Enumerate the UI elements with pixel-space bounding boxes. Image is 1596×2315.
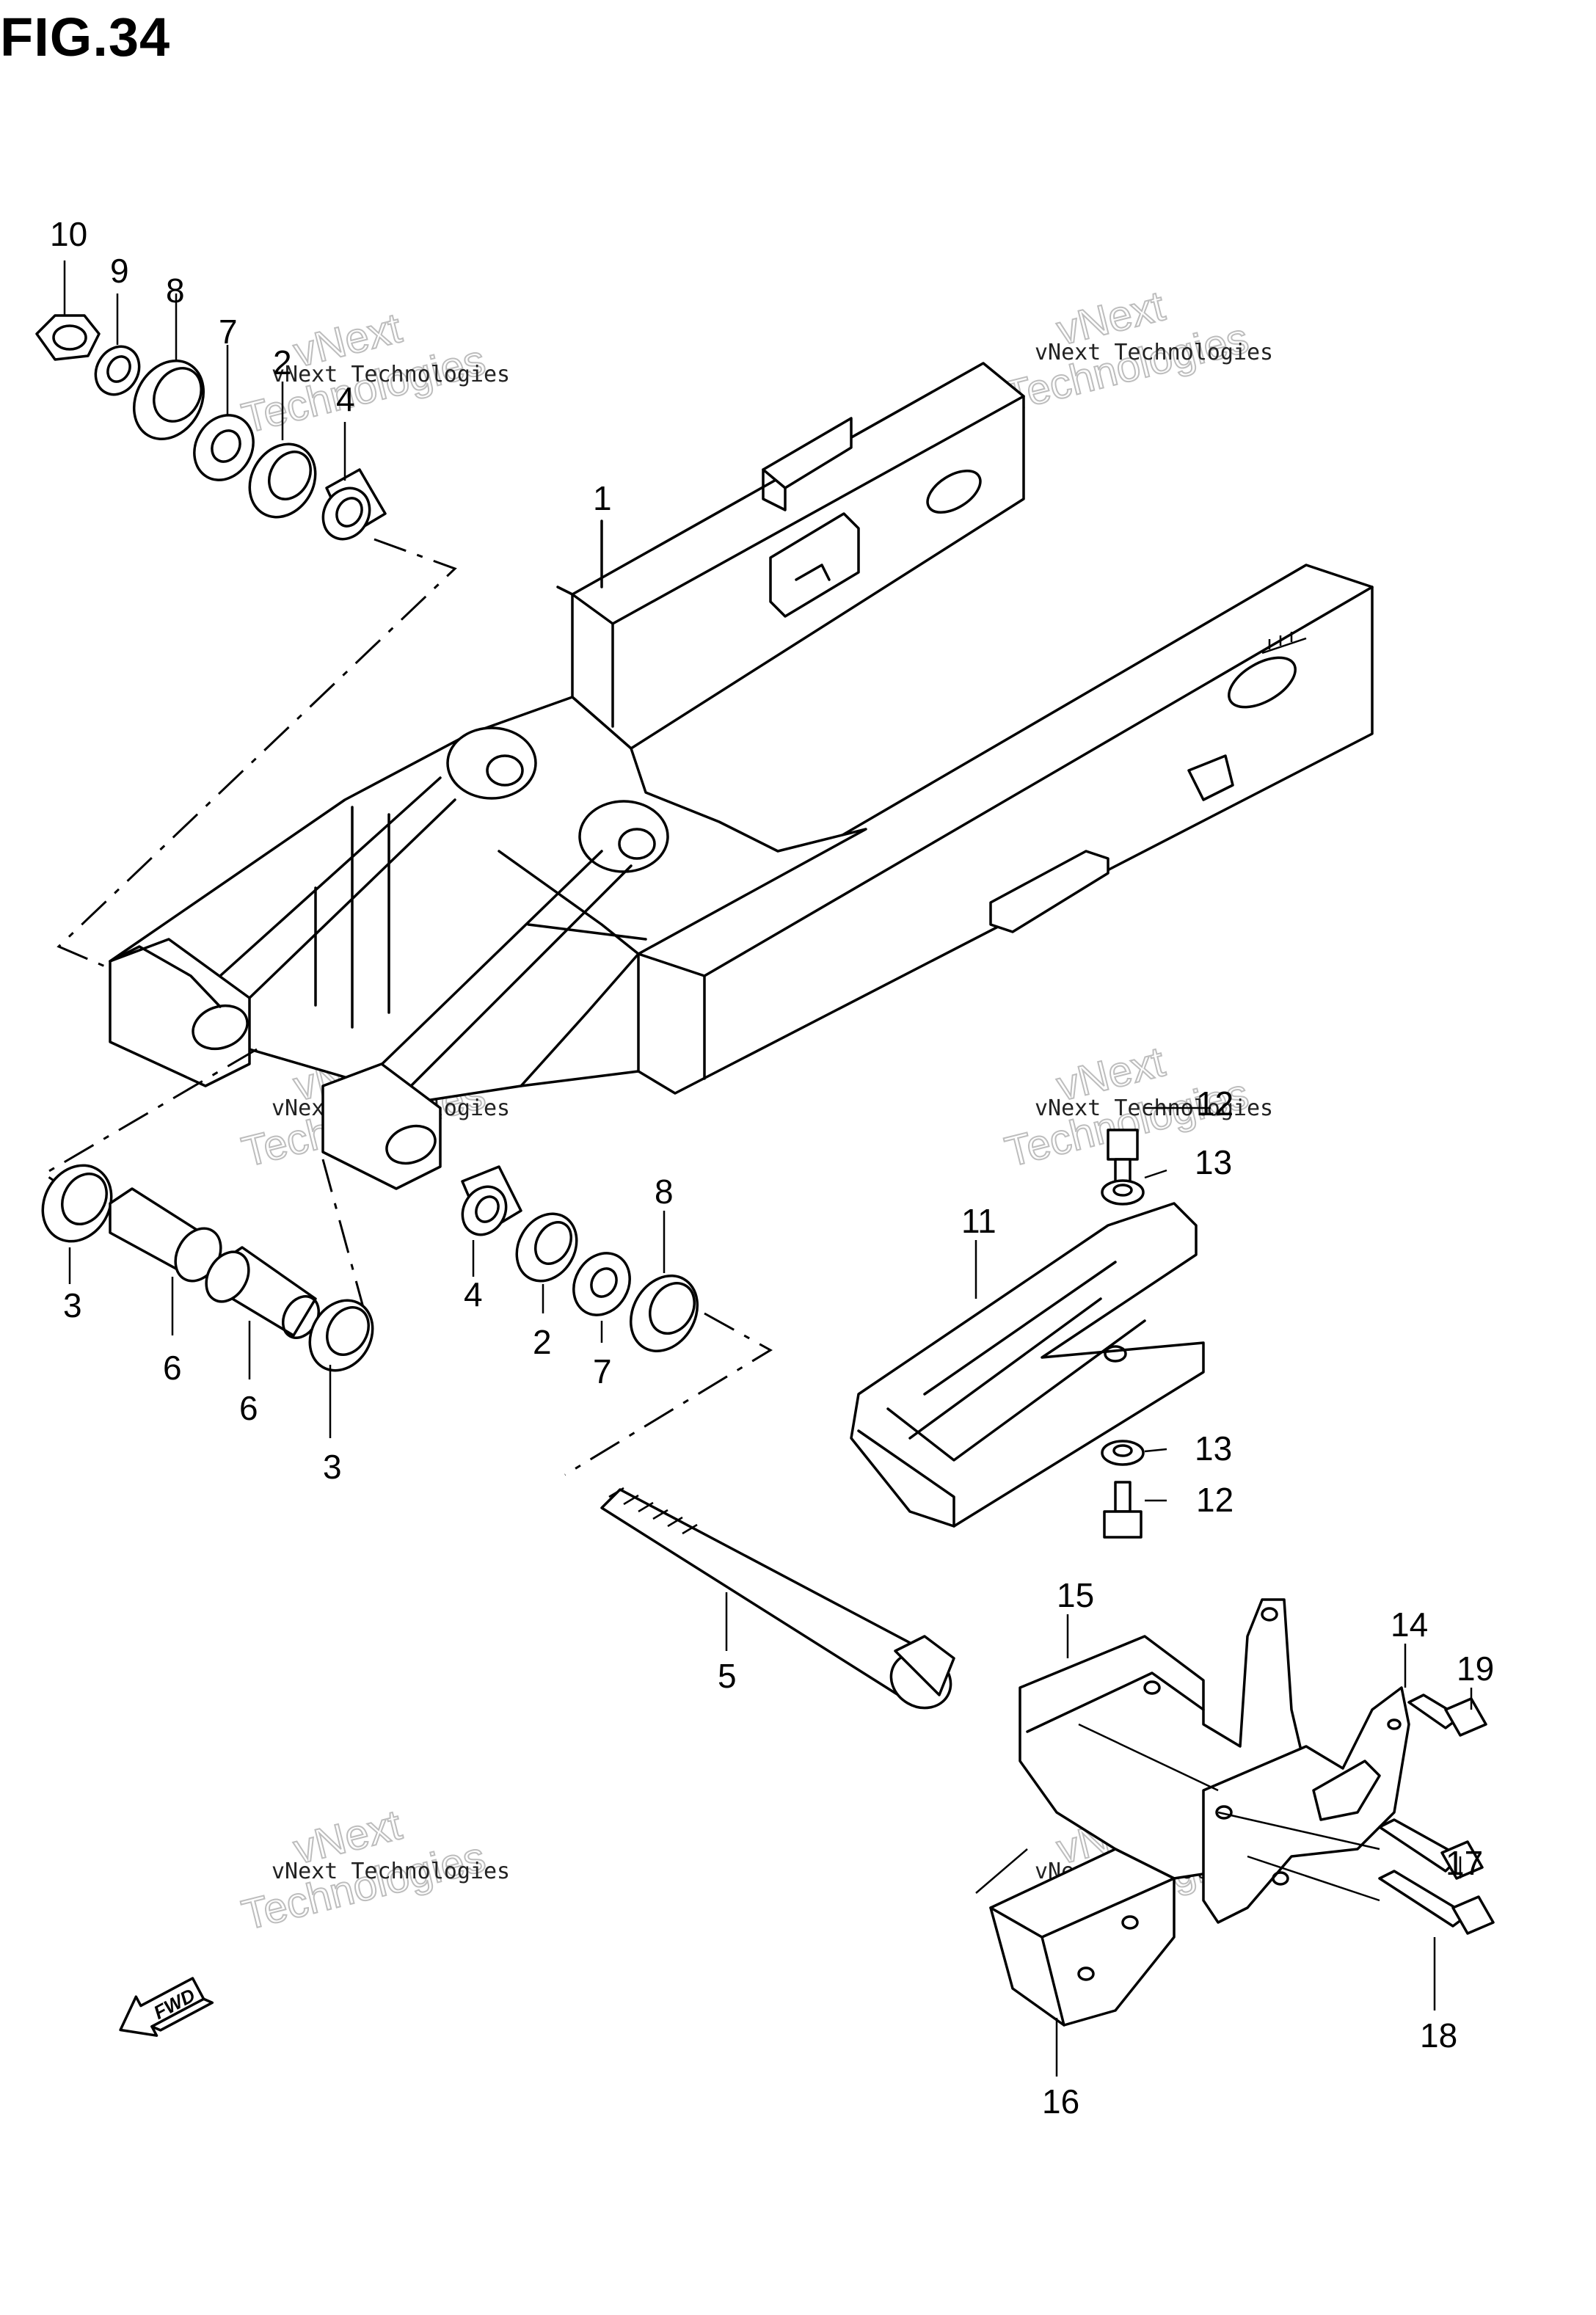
callout-labels: 10 9 8 7 2 4 1 3 6 6 3 4 2 7 8 5 11 12 1…	[50, 215, 1494, 2121]
callout-3: 3	[63, 1286, 82, 1324]
callout-9: 9	[110, 252, 129, 290]
swingarm	[109, 362, 1374, 1190]
callout-5: 5	[718, 1657, 737, 1695]
lower-guard-assembly	[975, 1598, 1495, 2027]
callout-14: 14	[1391, 1605, 1428, 1644]
callout-15: 15	[1057, 1576, 1094, 1614]
pivot-shaft	[600, 1487, 955, 1710]
watermark-text: vNext Technologies	[272, 362, 510, 387]
callout-1: 1	[593, 479, 612, 517]
forward-arrow-icon: FWD	[119, 1977, 214, 2037]
callout-4: 4	[464, 1275, 483, 1313]
callout-12: 12	[1196, 1481, 1234, 1519]
callout-18: 18	[1420, 2016, 1457, 2055]
watermark-text: vNext Technologies	[272, 1859, 510, 1884]
leader-lines	[63, 260, 1473, 2077]
callout-6: 6	[239, 1389, 258, 1427]
callout-6: 6	[163, 1349, 182, 1387]
callout-16: 16	[1042, 2082, 1079, 2121]
callout-11: 11	[961, 1202, 996, 1240]
chain-guide	[850, 1202, 1205, 1528]
callout-3: 3	[323, 1448, 342, 1486]
watermark-text: vNext Technologies	[1035, 340, 1273, 365]
callout-19: 19	[1457, 1649, 1494, 1688]
callout-17: 17	[1446, 1844, 1483, 1882]
callout-8: 8	[655, 1173, 674, 1211]
callout-10: 10	[50, 215, 87, 253]
pivot-parts-upper	[35, 314, 387, 541]
callout-7: 7	[593, 1352, 612, 1390]
callout-12: 12	[1196, 1084, 1234, 1123]
figure-title: FIG.34	[0, 7, 171, 68]
callout-7: 7	[219, 313, 238, 351]
pivot-parts-lower	[41, 1164, 699, 1372]
guide-fasteners	[1101, 1129, 1145, 1539]
callout-2: 2	[533, 1323, 552, 1361]
callout-13: 13	[1195, 1143, 1232, 1181]
callout-2: 2	[273, 343, 292, 382]
callout-8: 8	[166, 271, 185, 310]
callout-13: 13	[1195, 1429, 1232, 1468]
callout-4: 4	[336, 380, 355, 418]
